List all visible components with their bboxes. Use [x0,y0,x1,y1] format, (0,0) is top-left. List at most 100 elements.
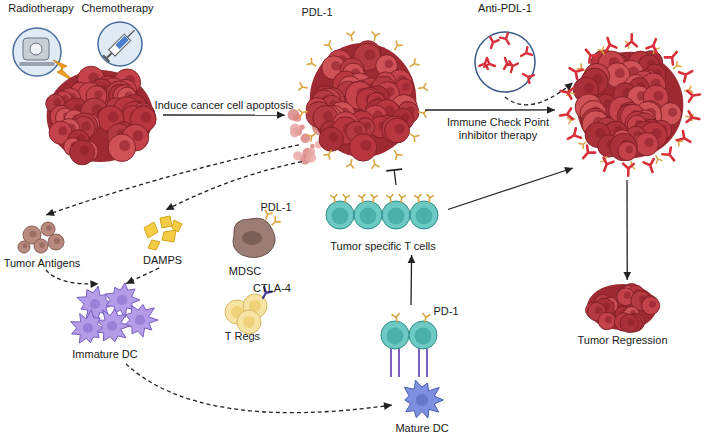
node-label: Tumor Regression [575,334,670,347]
illustration-shape [347,159,356,168]
illustration-shape [623,164,634,176]
illustration-shape [679,66,695,81]
t-cell [381,321,409,349]
illustration-shape [418,109,427,118]
illustration-shape [408,131,419,141]
node-label: Tumor Antigens [2,257,82,270]
antigen-particle [18,241,30,253]
damp-group: DAMPS [130,210,195,268]
apoptotic-fragment [293,151,302,160]
illustration-shape [108,112,119,123]
connector [623,180,631,280]
illustration-shape [342,195,349,203]
arrow-head [166,203,175,210]
illustration-shape [370,195,377,203]
illustration-shape [416,394,428,406]
illustration-shape [360,208,377,225]
illustration-shape [107,321,117,331]
node-label: DAMPS [130,254,195,267]
receptor-symbol [398,195,405,203]
icon-circle [475,32,535,92]
illustration-shape [408,59,419,69]
node-label: PDL-1 [297,6,337,19]
t-cell [354,201,382,229]
illustration-shape [127,30,134,37]
dendritic-cell [96,309,130,342]
receptor-symbol [347,32,356,41]
receptor-symbol [418,109,427,118]
receptor-symbol [324,148,334,159]
connector [408,255,416,305]
dc-group: Mature DC [350,378,470,438]
illustration-shape [398,195,405,203]
node-label: Radiotherapy [5,2,77,15]
illustration-shape [94,90,102,98]
illustration-shape [103,55,109,61]
t-cell-group: Tumor specific T cells [318,185,448,255]
illustration-shape [19,62,55,66]
illustration-shape [615,68,625,78]
edge-label: Immune Check Point inhibitor therapy [446,116,550,141]
cell-illustration [38,60,163,170]
tumor-cell [620,314,638,332]
tumor-cell [319,127,343,151]
arrow-head [564,167,573,174]
illustration-shape [565,128,581,143]
tumor-mass: Tumor Regression [575,280,670,350]
illustration-shape [627,318,634,325]
mdsc-cell-group: PDL-1MDSC [220,205,290,280]
illustration-shape [30,43,42,55]
illustration-shape [595,307,602,314]
illustration-shape [109,34,131,56]
node-label: Chemotherapy [80,2,155,15]
node-label: Mature DC [382,422,462,435]
illustration-shape [415,195,422,203]
therapy-icon: Chemotherapy [80,2,155,72]
tcr-mhc-link [426,347,428,377]
syringe-symbol [103,27,138,62]
illustration-shape [677,131,693,146]
node-label: CTLA-4 [251,282,293,295]
illustration-shape [387,195,394,203]
receptor-symbol [602,36,616,51]
receptor-symbol [679,66,695,81]
illustration-shape [359,195,366,203]
receptor-symbol [687,89,700,101]
illustration-shape [387,328,404,345]
connector-line [626,180,628,280]
connector-line [410,255,412,305]
receptor-symbol [299,83,308,92]
node-label: MDSC [220,265,270,278]
illustration-shape [307,131,318,141]
illustration-shape [560,86,574,99]
illustration-shape [421,313,429,322]
receptor-symbol [421,313,429,322]
connector-line [126,364,392,413]
illustration-shape [626,146,634,154]
illustration-shape [364,49,375,60]
damp-particle [162,230,176,242]
tumor-cell [349,134,376,161]
illustration-shape [583,83,593,93]
illustration-shape [331,61,340,70]
illustration-shape [135,315,145,325]
illustration-shape [107,53,112,58]
connector [505,83,573,105]
dendritic-cell [404,380,443,418]
connector [46,145,299,216]
receptor-symbol [418,83,427,92]
illustration-shape [360,140,371,151]
receptor-symbol [567,63,583,78]
arrow-head [90,280,98,288]
illustration-shape [29,230,36,237]
illustration-shape [500,33,513,46]
tcr-mhc-link [390,347,392,377]
receptor-symbol [646,37,660,52]
tumor-cell [635,133,658,156]
receptor-symbol [392,41,402,52]
receptor-symbol [677,131,693,146]
connector [425,106,555,114]
illustration-shape [299,108,308,117]
connector-line [166,162,302,210]
connector-line [46,270,99,284]
